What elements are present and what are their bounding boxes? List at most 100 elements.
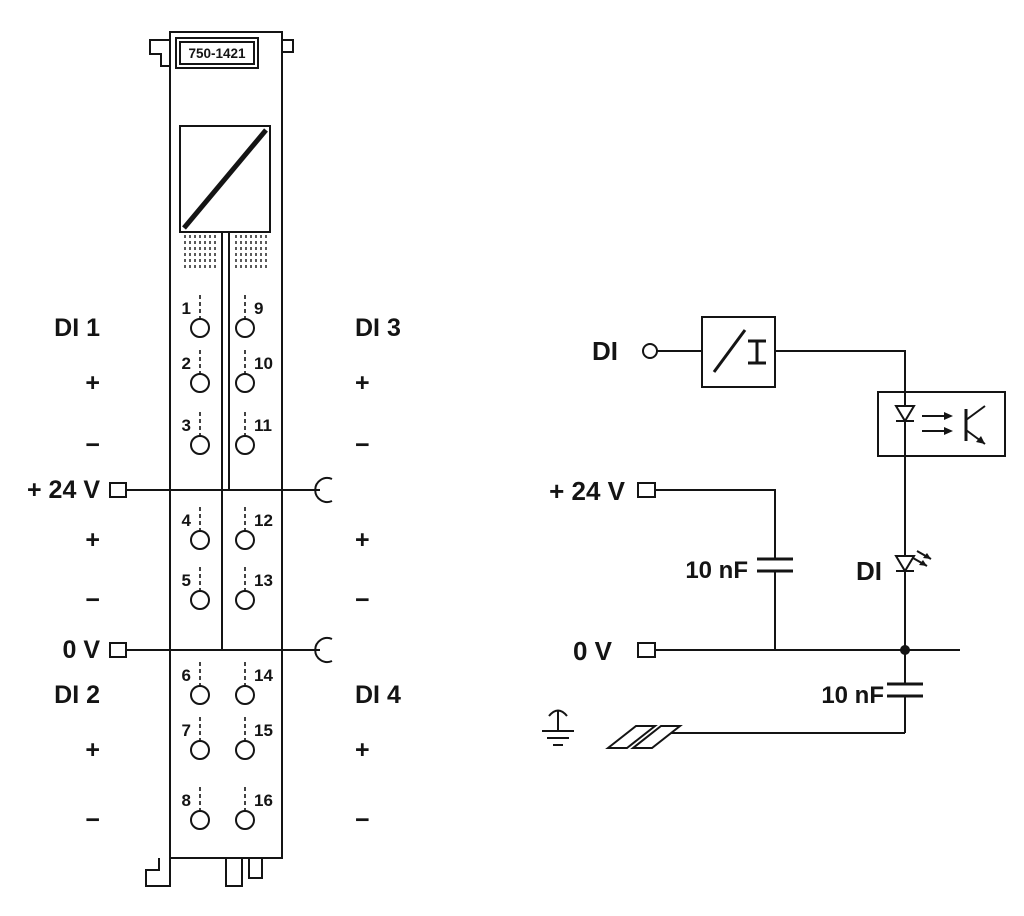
contact-8: 8 [182,787,210,830]
label-minus-a: − [85,431,100,459]
optocoupler-icon [877,391,1006,457]
contacts-left-column: 1 2 3 4 5 6 7 [182,295,210,830]
contact-number: 14 [254,666,273,685]
wire-filter-to-opto [775,350,906,392]
contact-6: 6 [182,662,210,705]
contact-point [190,590,210,610]
label-plus-b: + [85,526,100,554]
schematic-di-label: DI [592,336,618,366]
contact-point [235,810,255,830]
contact-2: 2 [182,350,210,393]
contact-9: 9 [235,295,263,338]
contact-14: 14 [235,662,273,705]
contact-number: 3 [182,416,191,435]
electronics-symbol-box [179,125,271,233]
din-rail-icon [605,725,683,749]
electronics-symbol-diagonal [182,128,268,230]
contact-point [190,685,210,705]
contact-number: 5 [182,571,191,590]
internal-bus-wires [184,235,267,269]
contact-15: 15 [235,717,273,760]
contact-point [235,590,255,610]
marking-label-inner [179,41,255,65]
label-minus-b: − [85,586,100,614]
label-minus-f: − [355,806,370,834]
contact-point [235,530,255,550]
optocoupler-box [877,391,1006,457]
module-bottom-tab-2 [248,857,263,879]
contact-11: 11 [235,412,272,455]
label-0v: 0 V [62,636,100,664]
label-minus-e: − [355,586,370,614]
label-plus-a: + [85,369,100,397]
rail-connector-arc-24v [314,477,333,503]
contact-point [190,435,210,455]
contacts-right-column: 9 10 11 12 13 14 15 [235,295,273,830]
terminal-square-24v [637,482,656,498]
label-di3: DI 3 [355,314,401,342]
label-minus-d: − [355,431,370,459]
rail-terminal-square-0v [109,642,127,658]
power-rail-24v [109,477,333,503]
contact-point [190,740,210,760]
schematic-24v-label: + 24 V [549,476,626,506]
led-label: DI [856,556,882,586]
contact-12: 12 [235,507,273,550]
capacitor-supply-label: 10 nF [685,557,748,584]
contact-point [235,435,255,455]
rail-connector-arc-0v [314,637,333,663]
terminal-labels-left: DI 1 + − + 24 V + − 0 V DI 2 + − [27,314,100,834]
contact-point [190,810,210,830]
contact-point [235,685,255,705]
contact-7: 7 [182,717,210,760]
input-filter-box [701,316,776,388]
input-filter-icon [701,316,776,388]
contact-point [235,373,255,393]
io-module: 750-1421 [145,31,294,887]
terminal-square-0v [637,642,656,658]
contact-3: 3 [182,412,210,455]
label-di1: DI 1 [54,314,100,342]
label-plus-e: + [355,526,370,554]
contact-number: 4 [182,511,192,530]
led-triangle [894,555,916,573]
label-di4: DI 4 [355,681,401,709]
capacitor-earth-icon [887,682,923,698]
contact-number: 9 [254,299,263,318]
contact-point [190,530,210,550]
contact-number: 6 [182,666,191,685]
module-top-right-step [282,39,294,53]
contact-number: 2 [182,354,191,373]
label-plus-d: + [355,369,370,397]
part-number: 750-1421 [188,46,246,61]
input-terminal-circle [642,343,658,359]
status-led-icon [894,550,932,573]
contact-point [190,318,210,338]
contact-number: 7 [182,721,191,740]
earth-ground-icon [542,709,574,746]
contact-point [190,373,210,393]
module-top-left-latch [149,39,170,67]
opto-led-triangle [894,405,916,423]
label-24v: + 24 V [27,476,100,504]
contact-number: 11 [254,416,272,435]
capacitor-supply-icon [757,557,793,573]
capacitor-earth-label: 10 nF [821,682,884,709]
wire-24v [655,489,776,559]
label-di2: DI 2 [54,681,100,709]
contact-number: 12 [254,511,273,530]
phototransistor-collector [965,405,986,421]
contact-point [235,740,255,760]
marking-label-outer [175,37,259,69]
power-rail-0v [109,637,333,663]
contact-point [235,318,255,338]
contact-5: 5 [182,567,210,610]
contact-number: 16 [254,791,273,810]
contact-number: 10 [254,354,273,373]
contact-4: 4 [182,507,210,550]
rail-terminal-square-24v [109,482,127,498]
contact-1: 1 [182,295,210,338]
contact-number: 15 [254,721,273,740]
